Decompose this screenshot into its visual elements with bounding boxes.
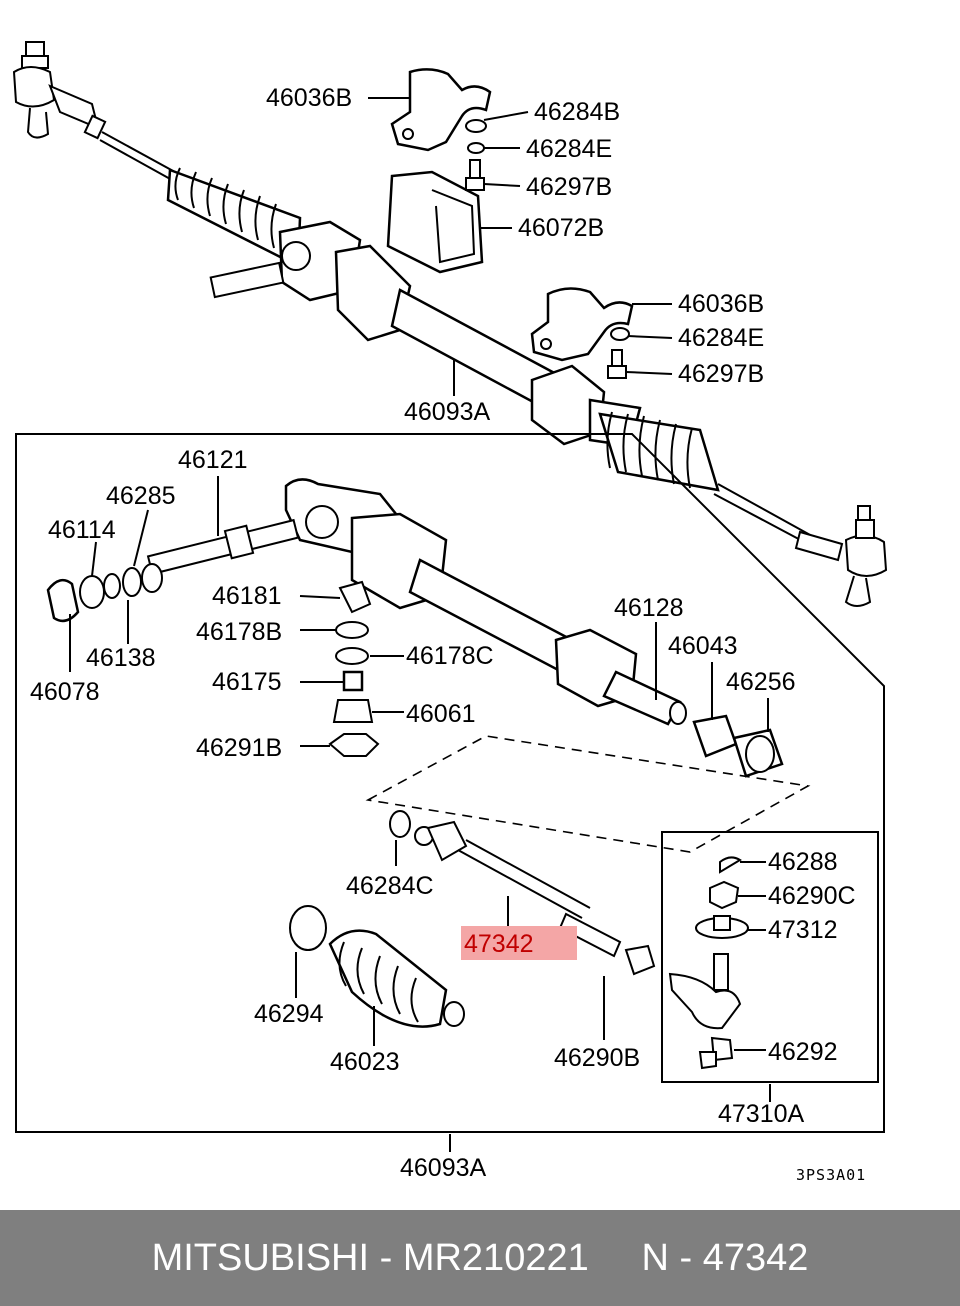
label-46284E-top[interactable]: 46284E	[526, 135, 612, 163]
label-47342[interactable]: 47342	[464, 930, 534, 958]
footer-text: MITSUBISHI - MR210221 N - 47342	[151, 1236, 809, 1279]
label-46290B[interactable]: 46290B	[554, 1044, 640, 1072]
label-46036B-top[interactable]: 46036B	[266, 84, 352, 112]
steering-rack-exploded-diagram: 46036B 46284B 46284E 46297B 46072B 46036…	[12, 41, 888, 1184]
label-46288[interactable]: 46288	[768, 848, 838, 876]
label-46297B-right[interactable]: 46297B	[678, 360, 764, 388]
label-46292[interactable]: 46292	[768, 1038, 838, 1066]
label-46121[interactable]: 46121	[178, 446, 248, 474]
label-46061[interactable]: 46061	[406, 700, 476, 728]
label-46023[interactable]: 46023	[330, 1048, 400, 1076]
label-46181[interactable]: 46181	[212, 582, 282, 610]
tie-rod-end-kit-frame	[661, 831, 879, 1083]
diagram-code: 3PS3A01	[796, 1166, 866, 1184]
label-46256[interactable]: 46256	[726, 668, 796, 696]
label-46284C[interactable]: 46284C	[346, 872, 434, 900]
label-47312[interactable]: 47312	[768, 916, 838, 944]
highlighted-part-box	[461, 926, 577, 960]
label-46285[interactable]: 46285	[106, 482, 176, 510]
label-46072B[interactable]: 46072B	[518, 214, 604, 242]
label-47310A[interactable]: 47310A	[718, 1100, 805, 1128]
label-46178C[interactable]: 46178C	[406, 642, 494, 670]
label-46128[interactable]: 46128	[614, 594, 684, 622]
label-46178B[interactable]: 46178B	[196, 618, 282, 646]
lower-rack-assembly-drawing	[46, 478, 784, 1070]
label-46078[interactable]: 46078	[30, 678, 100, 706]
label-46291B[interactable]: 46291B	[196, 734, 282, 762]
inner-tie-rod-kit-outline	[365, 735, 811, 853]
upper-rack-assembly-drawing	[12, 41, 888, 607]
kit-boundary-frame	[15, 433, 885, 1133]
label-46043[interactable]: 46043	[668, 632, 738, 660]
part-number-footer: MITSUBISHI - MR210221 N - 47342	[0, 1210, 960, 1306]
label-46290C[interactable]: 46290C	[768, 882, 856, 910]
label-46114[interactable]: 46114	[48, 516, 116, 544]
label-46138[interactable]: 46138	[86, 644, 156, 672]
label-46093A-bottom[interactable]: 46093A	[400, 1154, 487, 1182]
part-labels: 46036B 46284B 46284E 46297B 46072B 46036…	[30, 84, 866, 1184]
label-46284B[interactable]: 46284B	[534, 98, 620, 126]
label-46093A-top[interactable]: 46093A	[404, 398, 491, 426]
label-46036B-right[interactable]: 46036B	[678, 290, 764, 318]
label-46175[interactable]: 46175	[212, 668, 282, 696]
label-46294[interactable]: 46294	[254, 1000, 324, 1028]
label-46284E-right[interactable]: 46284E	[678, 324, 764, 352]
lower-leader-lines	[69, 476, 771, 1152]
upper-leader-lines	[368, 97, 673, 396]
label-46297B-top[interactable]: 46297B	[526, 173, 612, 201]
